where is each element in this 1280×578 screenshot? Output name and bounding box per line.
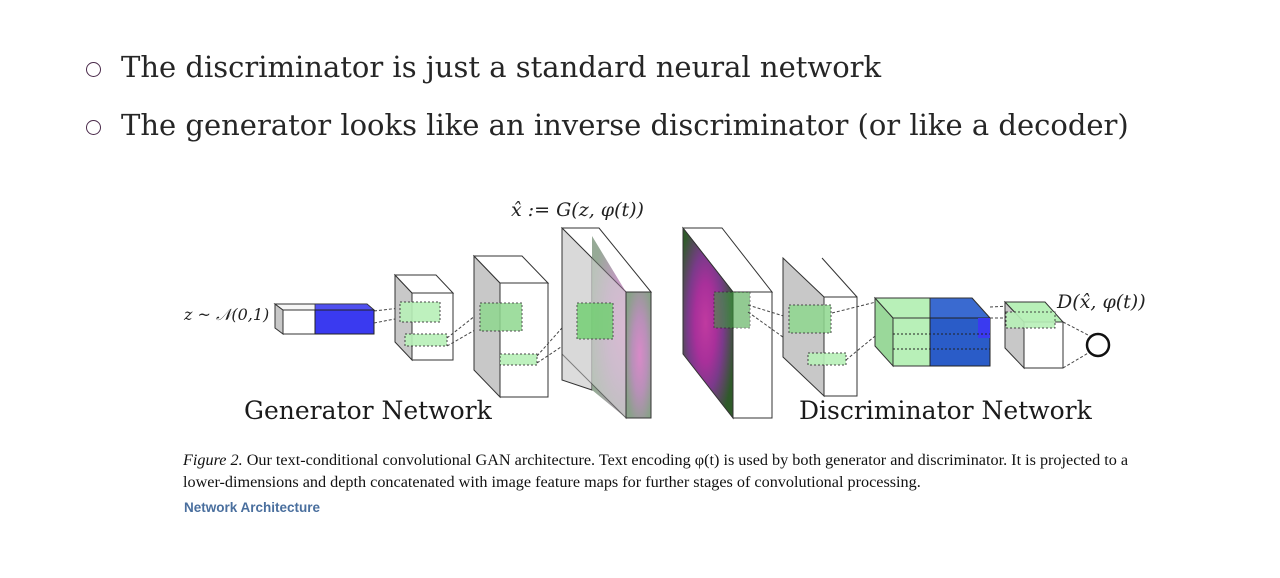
discriminator-final-layer <box>1003 300 1065 370</box>
generator-layer-2 <box>472 254 550 399</box>
generator-network-title: Generator Network <box>244 396 492 425</box>
bullet-discriminator: The discriminator is just a standard neu… <box>86 50 881 84</box>
noise-label: z ~ 𝒩(0,1) <box>184 305 270 324</box>
generated-image-label: x̂ := G(z, φ(t)) <box>511 199 644 221</box>
generated-image-layer <box>560 226 653 420</box>
discriminator-network-title: Discriminator Network <box>799 396 1092 425</box>
network-architecture-link[interactable]: Network Architecture <box>184 500 321 515</box>
real-image-layer <box>681 226 774 420</box>
bullet-generator: The generator looks like an inverse disc… <box>86 108 1129 142</box>
hollow-circle-bullet-icon <box>86 119 101 135</box>
discriminator-output-label: D(x̂, φ(t)) <box>1057 291 1146 313</box>
hollow-circle-bullet-icon <box>86 61 101 77</box>
bullet-text: The discriminator is just a standard neu… <box>121 50 882 84</box>
bullet-text: The generator looks like an inverse disc… <box>121 108 1129 142</box>
concatenated-feature-block <box>873 296 992 368</box>
caption-text: Our text-conditional convolutional GAN a… <box>183 451 1129 491</box>
output-node-icon <box>1085 332 1111 358</box>
figure-caption: Figure 2. Our text-conditional convoluti… <box>183 449 1163 493</box>
figure-label: Figure 2. <box>183 451 243 469</box>
discriminator-layer-1 <box>782 256 858 398</box>
noise-vector <box>273 303 376 335</box>
generator-layer-1 <box>393 273 455 362</box>
